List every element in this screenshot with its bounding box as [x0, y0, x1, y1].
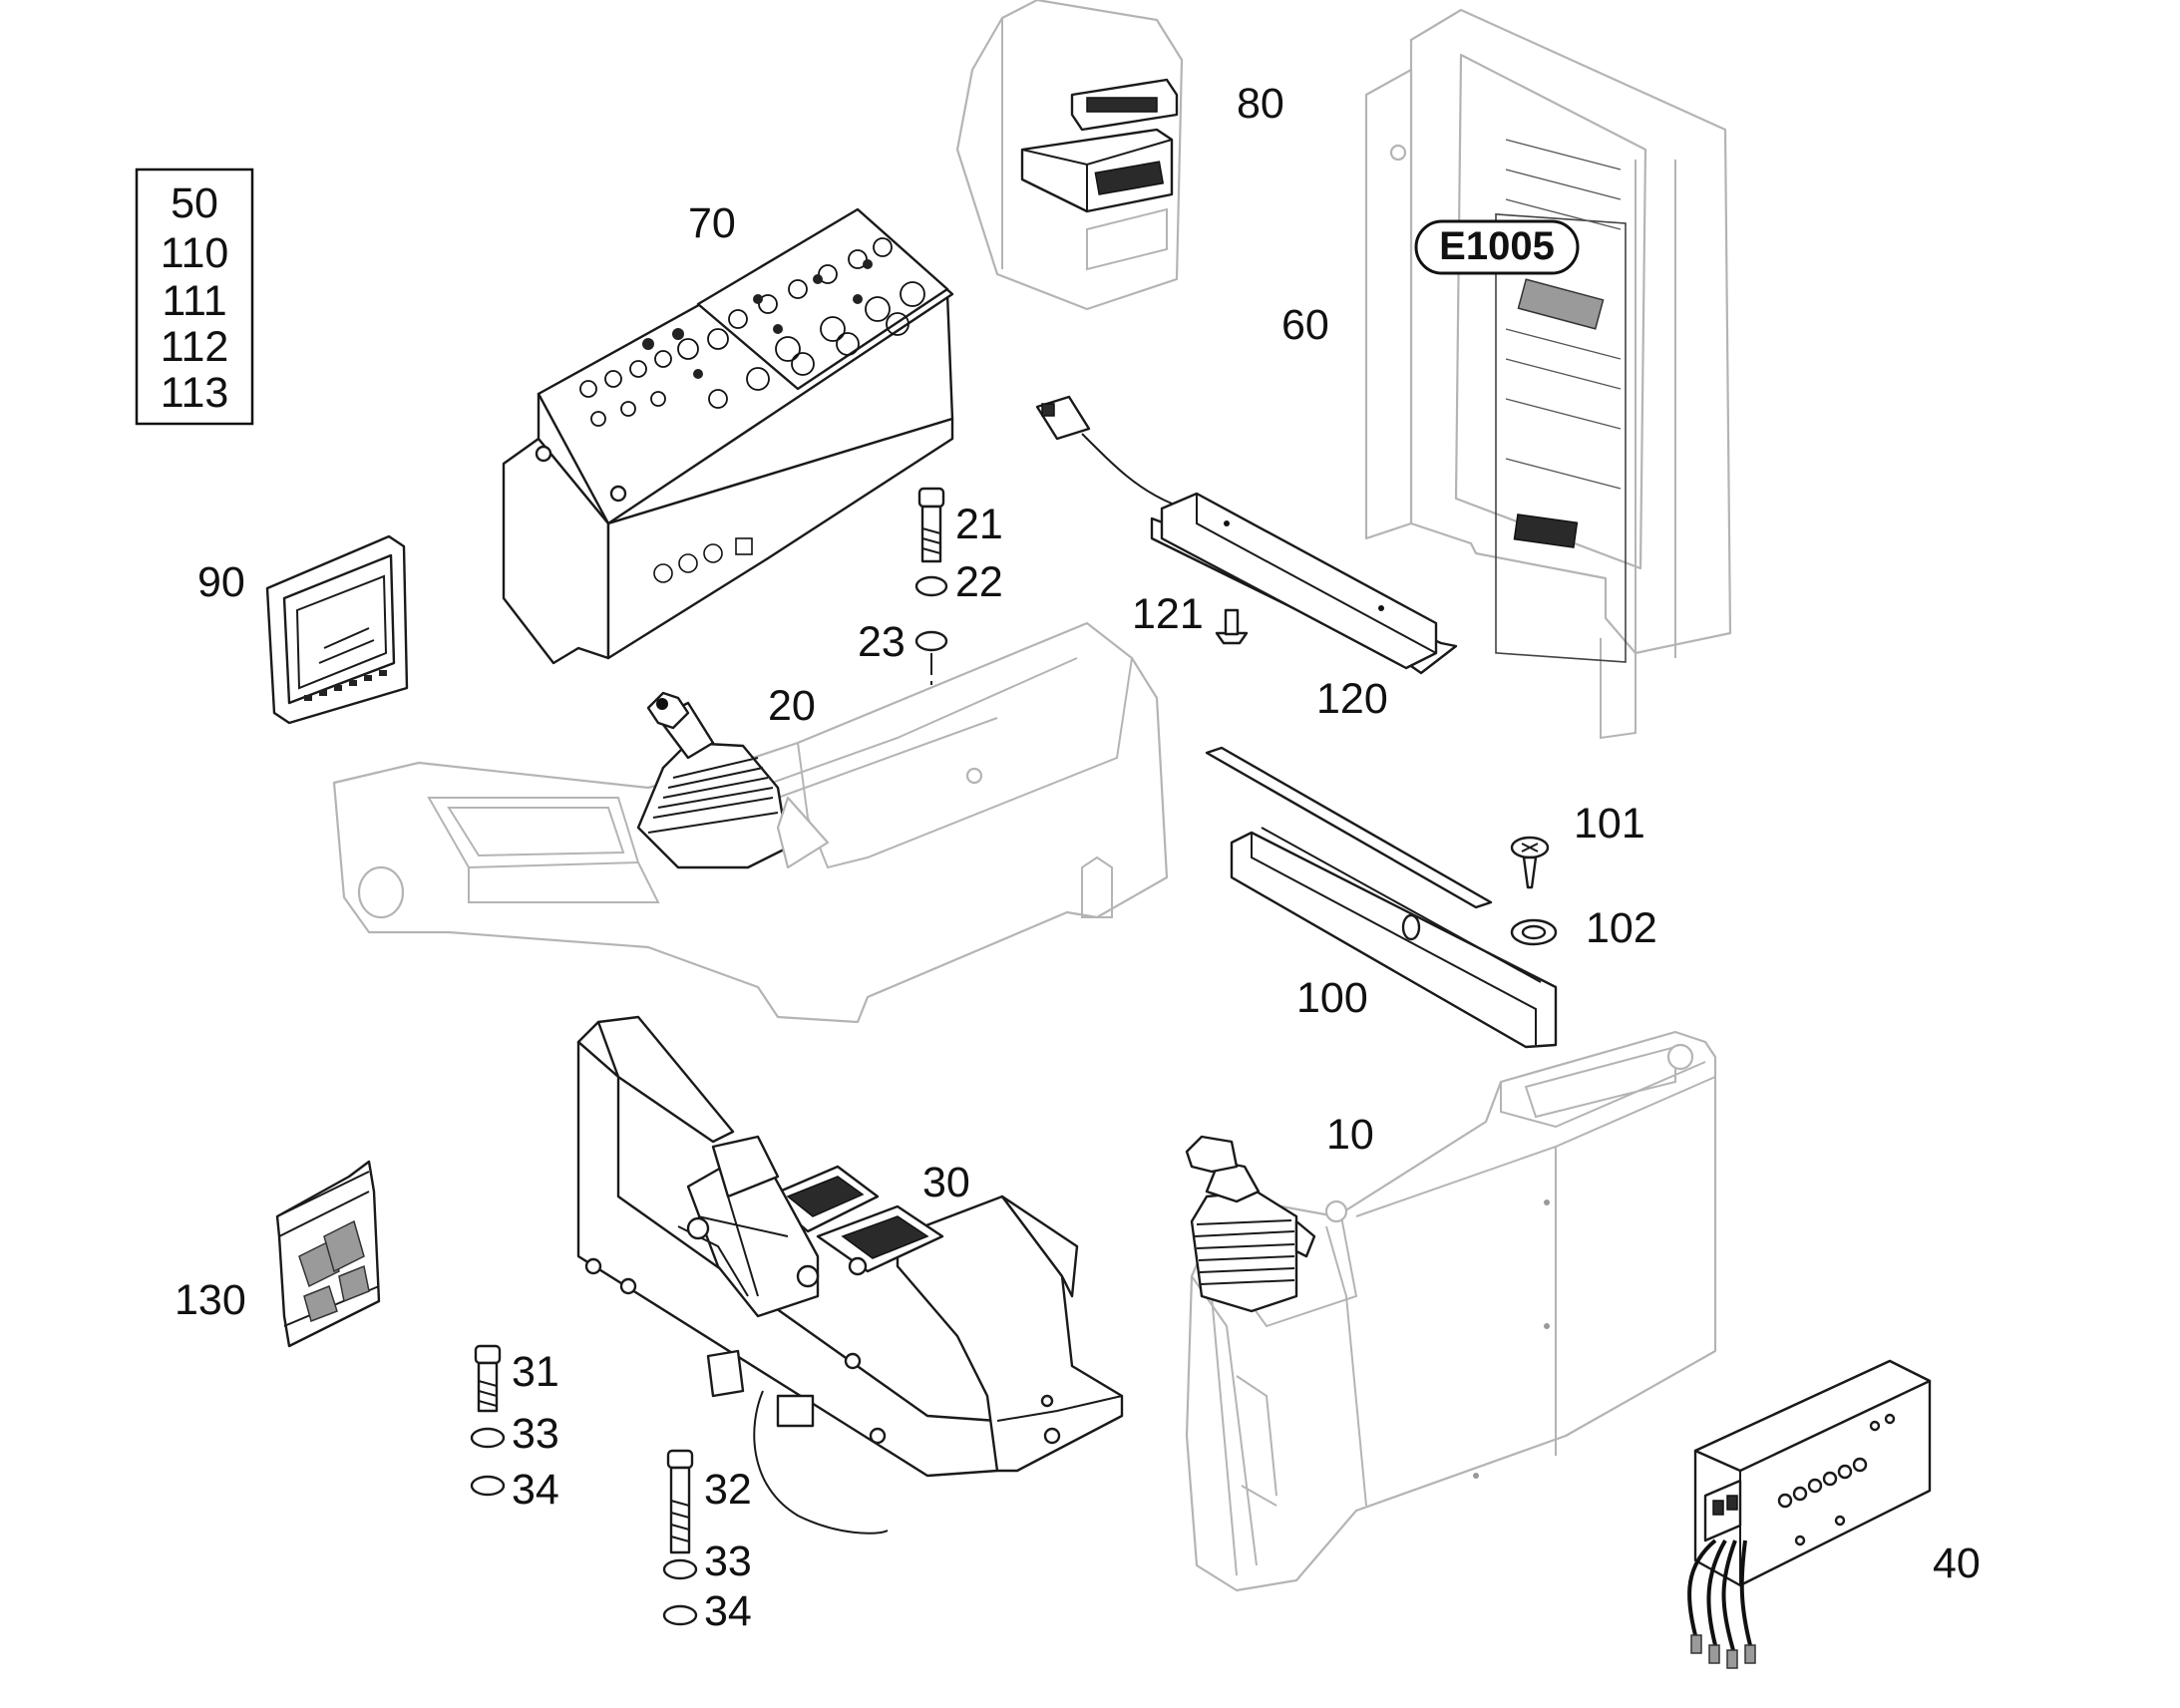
parts-list-item: 113: [161, 369, 229, 417]
washer-102: [1510, 918, 1558, 946]
parts-list-item: 111: [162, 277, 226, 325]
part-label-40: 40: [1933, 1539, 1981, 1587]
parts-list-item: 110: [161, 229, 229, 277]
part-label-121: 121: [1132, 590, 1204, 638]
screw-32: [666, 1449, 694, 1554]
washer-23: [914, 630, 948, 652]
part-label-32: 32: [704, 1466, 752, 1514]
washer-33: [662, 1558, 698, 1580]
part-label-80: 80: [1237, 80, 1284, 128]
part-label-60: 60: [1281, 301, 1329, 349]
washer-34: [662, 1604, 698, 1626]
bracket-120: [1150, 492, 1458, 675]
parts-list-item: 112: [161, 323, 229, 371]
part-label-10: 10: [1326, 1111, 1374, 1159]
screw-21: [917, 487, 945, 563]
part-label-102: 102: [1586, 904, 1657, 952]
pedal-assembly-30: [576, 1015, 1124, 1535]
part-label-90: 90: [197, 558, 245, 606]
parts-list-item: 50: [171, 179, 218, 227]
display-90: [265, 534, 409, 725]
washer-22: [914, 575, 948, 597]
part-label-20: 20: [768, 682, 816, 730]
badge-text: E1005: [1439, 224, 1555, 268]
e1005-badge: E1005: [1414, 219, 1580, 275]
washer-34: [470, 1475, 506, 1497]
joystick-right: [1185, 1135, 1316, 1313]
part-label-21: 21: [955, 501, 1003, 548]
connector-cable: [1035, 395, 1173, 505]
electrical-cabinet-60: [1364, 8, 1732, 740]
kit-bag-130: [275, 1160, 381, 1348]
control-panel-70: [502, 207, 954, 665]
radio-housing-80: [955, 0, 1184, 311]
part-label-101: 101: [1574, 800, 1645, 848]
part-label-130: 130: [175, 1276, 246, 1324]
screw-31: [474, 1344, 502, 1413]
washer-33: [470, 1427, 506, 1449]
part-label-30: 30: [922, 1159, 970, 1206]
part-label-22: 22: [955, 558, 1003, 606]
screw-121: [1215, 608, 1249, 645]
part-label-34: 34: [704, 1587, 752, 1635]
part-label-70: 70: [688, 199, 736, 247]
part-label-33: 33: [512, 1410, 559, 1458]
joystick-left: [636, 691, 830, 869]
part-label-34: 34: [512, 1466, 559, 1514]
part-label-120: 120: [1316, 675, 1388, 723]
part-label-23: 23: [858, 618, 906, 666]
control-box-40: [1687, 1359, 1932, 1669]
right-console-10: [1185, 1030, 1717, 1592]
part-label-100: 100: [1296, 974, 1368, 1022]
screw-101: [1510, 836, 1550, 889]
channel-profile-100: [1205, 746, 1558, 1049]
part-label-31: 31: [512, 1348, 559, 1396]
parts-list-box: 50 110 111 112 113: [135, 168, 254, 426]
part-label-33: 33: [704, 1537, 752, 1585]
